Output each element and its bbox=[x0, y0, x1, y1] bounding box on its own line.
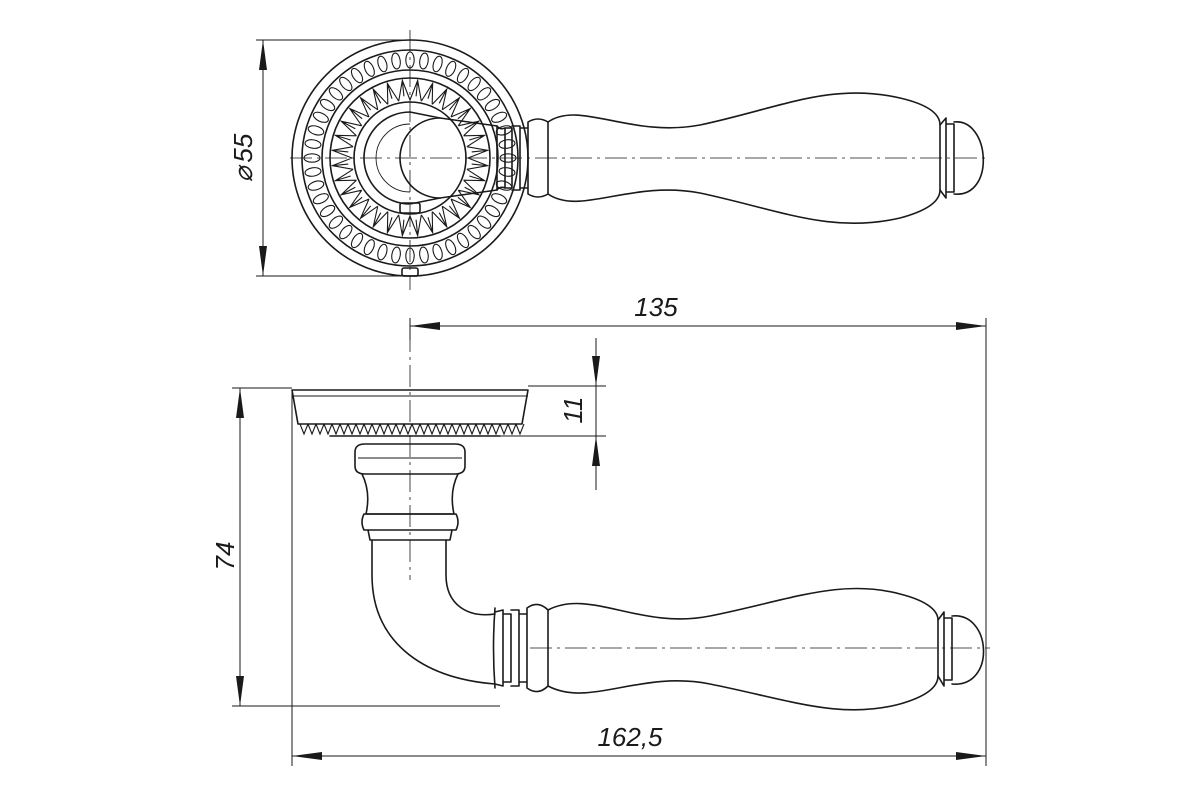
lever-bent-arm bbox=[371, 539, 496, 685]
lever-arm-front bbox=[439, 117, 498, 199]
bead bbox=[319, 98, 336, 112]
bead bbox=[484, 98, 501, 112]
bead bbox=[312, 111, 329, 123]
dimension-74: 74 bbox=[210, 387, 500, 707]
dimension-135: 135 bbox=[409, 292, 987, 660]
bead bbox=[391, 246, 401, 264]
bead bbox=[363, 239, 375, 256]
bead bbox=[432, 55, 443, 73]
bead bbox=[319, 204, 336, 218]
rose-sunburst-ornament bbox=[330, 78, 490, 238]
neck-collar bbox=[361, 513, 459, 531]
bead bbox=[363, 60, 375, 77]
lever-collar-side bbox=[492, 603, 549, 693]
bead bbox=[432, 243, 443, 261]
dimension-74-label: 74 bbox=[210, 542, 240, 571]
diameter-dimension: ⌀ 55 bbox=[228, 39, 410, 277]
rose-teeth-ornament bbox=[299, 423, 525, 436]
bead bbox=[328, 87, 344, 101]
bead bbox=[467, 76, 481, 92]
bead bbox=[328, 215, 344, 229]
bead bbox=[312, 193, 329, 205]
bead bbox=[467, 224, 481, 240]
dimension-162-5: 162,5 bbox=[291, 392, 987, 766]
bead bbox=[498, 167, 516, 177]
side-view bbox=[291, 389, 985, 711]
dimension-11-label: 11 bbox=[558, 397, 588, 424]
dimension-135-label: 135 bbox=[634, 292, 678, 322]
bead bbox=[391, 52, 401, 70]
bead bbox=[304, 167, 322, 177]
bead bbox=[377, 55, 388, 73]
bead bbox=[456, 232, 470, 249]
bead bbox=[491, 193, 508, 205]
bead bbox=[339, 224, 353, 240]
rose-side bbox=[291, 389, 529, 425]
bead bbox=[456, 67, 470, 84]
bead bbox=[339, 76, 353, 92]
bead bbox=[419, 52, 429, 70]
bead bbox=[304, 139, 322, 149]
bead bbox=[498, 139, 516, 149]
lever-handle-front bbox=[547, 92, 941, 224]
neck-cap bbox=[354, 443, 466, 475]
lever-handle-side bbox=[547, 587, 939, 711]
bead bbox=[484, 204, 501, 218]
bead bbox=[307, 180, 325, 191]
dimension-162-5-label: 162,5 bbox=[597, 722, 663, 752]
rose-teeth bbox=[299, 423, 525, 436]
rose-bead-ornament bbox=[303, 51, 517, 265]
bead bbox=[350, 232, 364, 249]
bead bbox=[445, 239, 457, 256]
diameter-value: 55 bbox=[228, 133, 258, 162]
bead bbox=[445, 60, 457, 77]
bead bbox=[476, 215, 492, 229]
dimension-11: 11 bbox=[500, 338, 606, 490]
bead bbox=[307, 125, 325, 136]
lever-knob-side bbox=[937, 611, 985, 687]
bead bbox=[491, 111, 508, 123]
bead bbox=[476, 87, 492, 101]
bead bbox=[377, 243, 388, 261]
diameter-label: ⌀ 55 bbox=[228, 133, 258, 182]
bead bbox=[419, 246, 429, 264]
diameter-symbol: ⌀ bbox=[228, 164, 258, 182]
bead bbox=[350, 67, 364, 84]
lever-neck-front bbox=[363, 111, 441, 205]
sunburst-petals bbox=[330, 78, 490, 238]
